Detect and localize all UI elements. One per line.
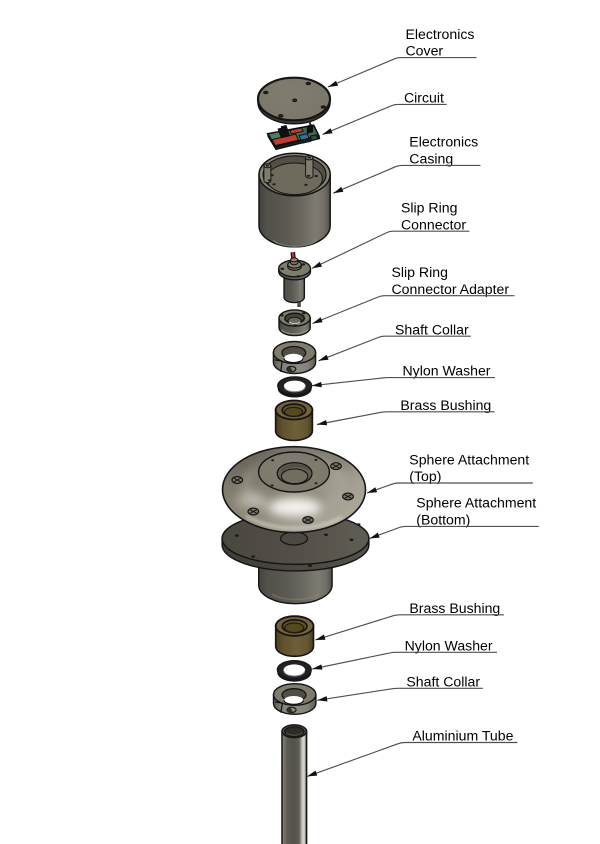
- svg-text:Aluminium Tube: Aluminium Tube: [412, 728, 513, 744]
- svg-text:Brass Bushing: Brass Bushing: [400, 397, 491, 413]
- svg-text:Shaft Collar: Shaft Collar: [406, 673, 480, 689]
- svg-text:Sphere Attachment(Top): Sphere Attachment(Top): [409, 451, 529, 484]
- svg-text:Nylon Washer: Nylon Washer: [405, 637, 493, 653]
- svg-text:Nylon Washer: Nylon Washer: [403, 363, 491, 379]
- svg-text:Shaft Collar: Shaft Collar: [395, 321, 469, 337]
- svg-text:Circuit: Circuit: [404, 90, 444, 106]
- svg-text:Sphere Attachment(Bottom): Sphere Attachment(Bottom): [416, 495, 536, 528]
- svg-text:Brass Bushing: Brass Bushing: [409, 600, 500, 616]
